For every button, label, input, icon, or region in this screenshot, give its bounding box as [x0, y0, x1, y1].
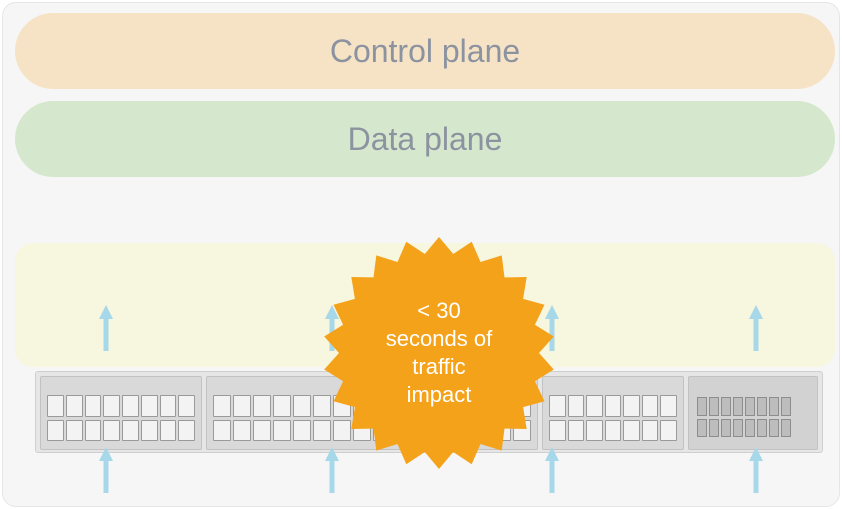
callout-line-4: impact: [406, 382, 472, 407]
control-plane-label: Control plane: [329, 32, 521, 69]
switch-module-1: [40, 376, 202, 450]
arrow-up-icon: [99, 447, 113, 493]
arrow-up-icon: [99, 305, 113, 351]
arrow-up-icon: [545, 305, 559, 351]
arrow-up-icon: [325, 305, 339, 351]
traffic-impact-callout: < 30 seconds of traffic impact: [321, 235, 557, 471]
callout-line-3: traffic: [412, 354, 466, 379]
callout-line-1: < 30: [417, 298, 461, 323]
data-plane-label: Data plane: [347, 120, 503, 157]
switch-module-3: [542, 376, 684, 450]
arrow-up-icon: [749, 305, 763, 351]
callout-line-2: seconds of: [385, 326, 493, 351]
control-plane-band: Control plane: [15, 13, 835, 89]
arrow-up-icon: [545, 447, 559, 493]
starburst-icon: [324, 237, 554, 469]
arrow-up-icon: [749, 447, 763, 493]
arrow-up-icon: [325, 447, 339, 493]
uplink-module: [688, 376, 818, 450]
data-plane-band: Data plane: [15, 101, 835, 177]
